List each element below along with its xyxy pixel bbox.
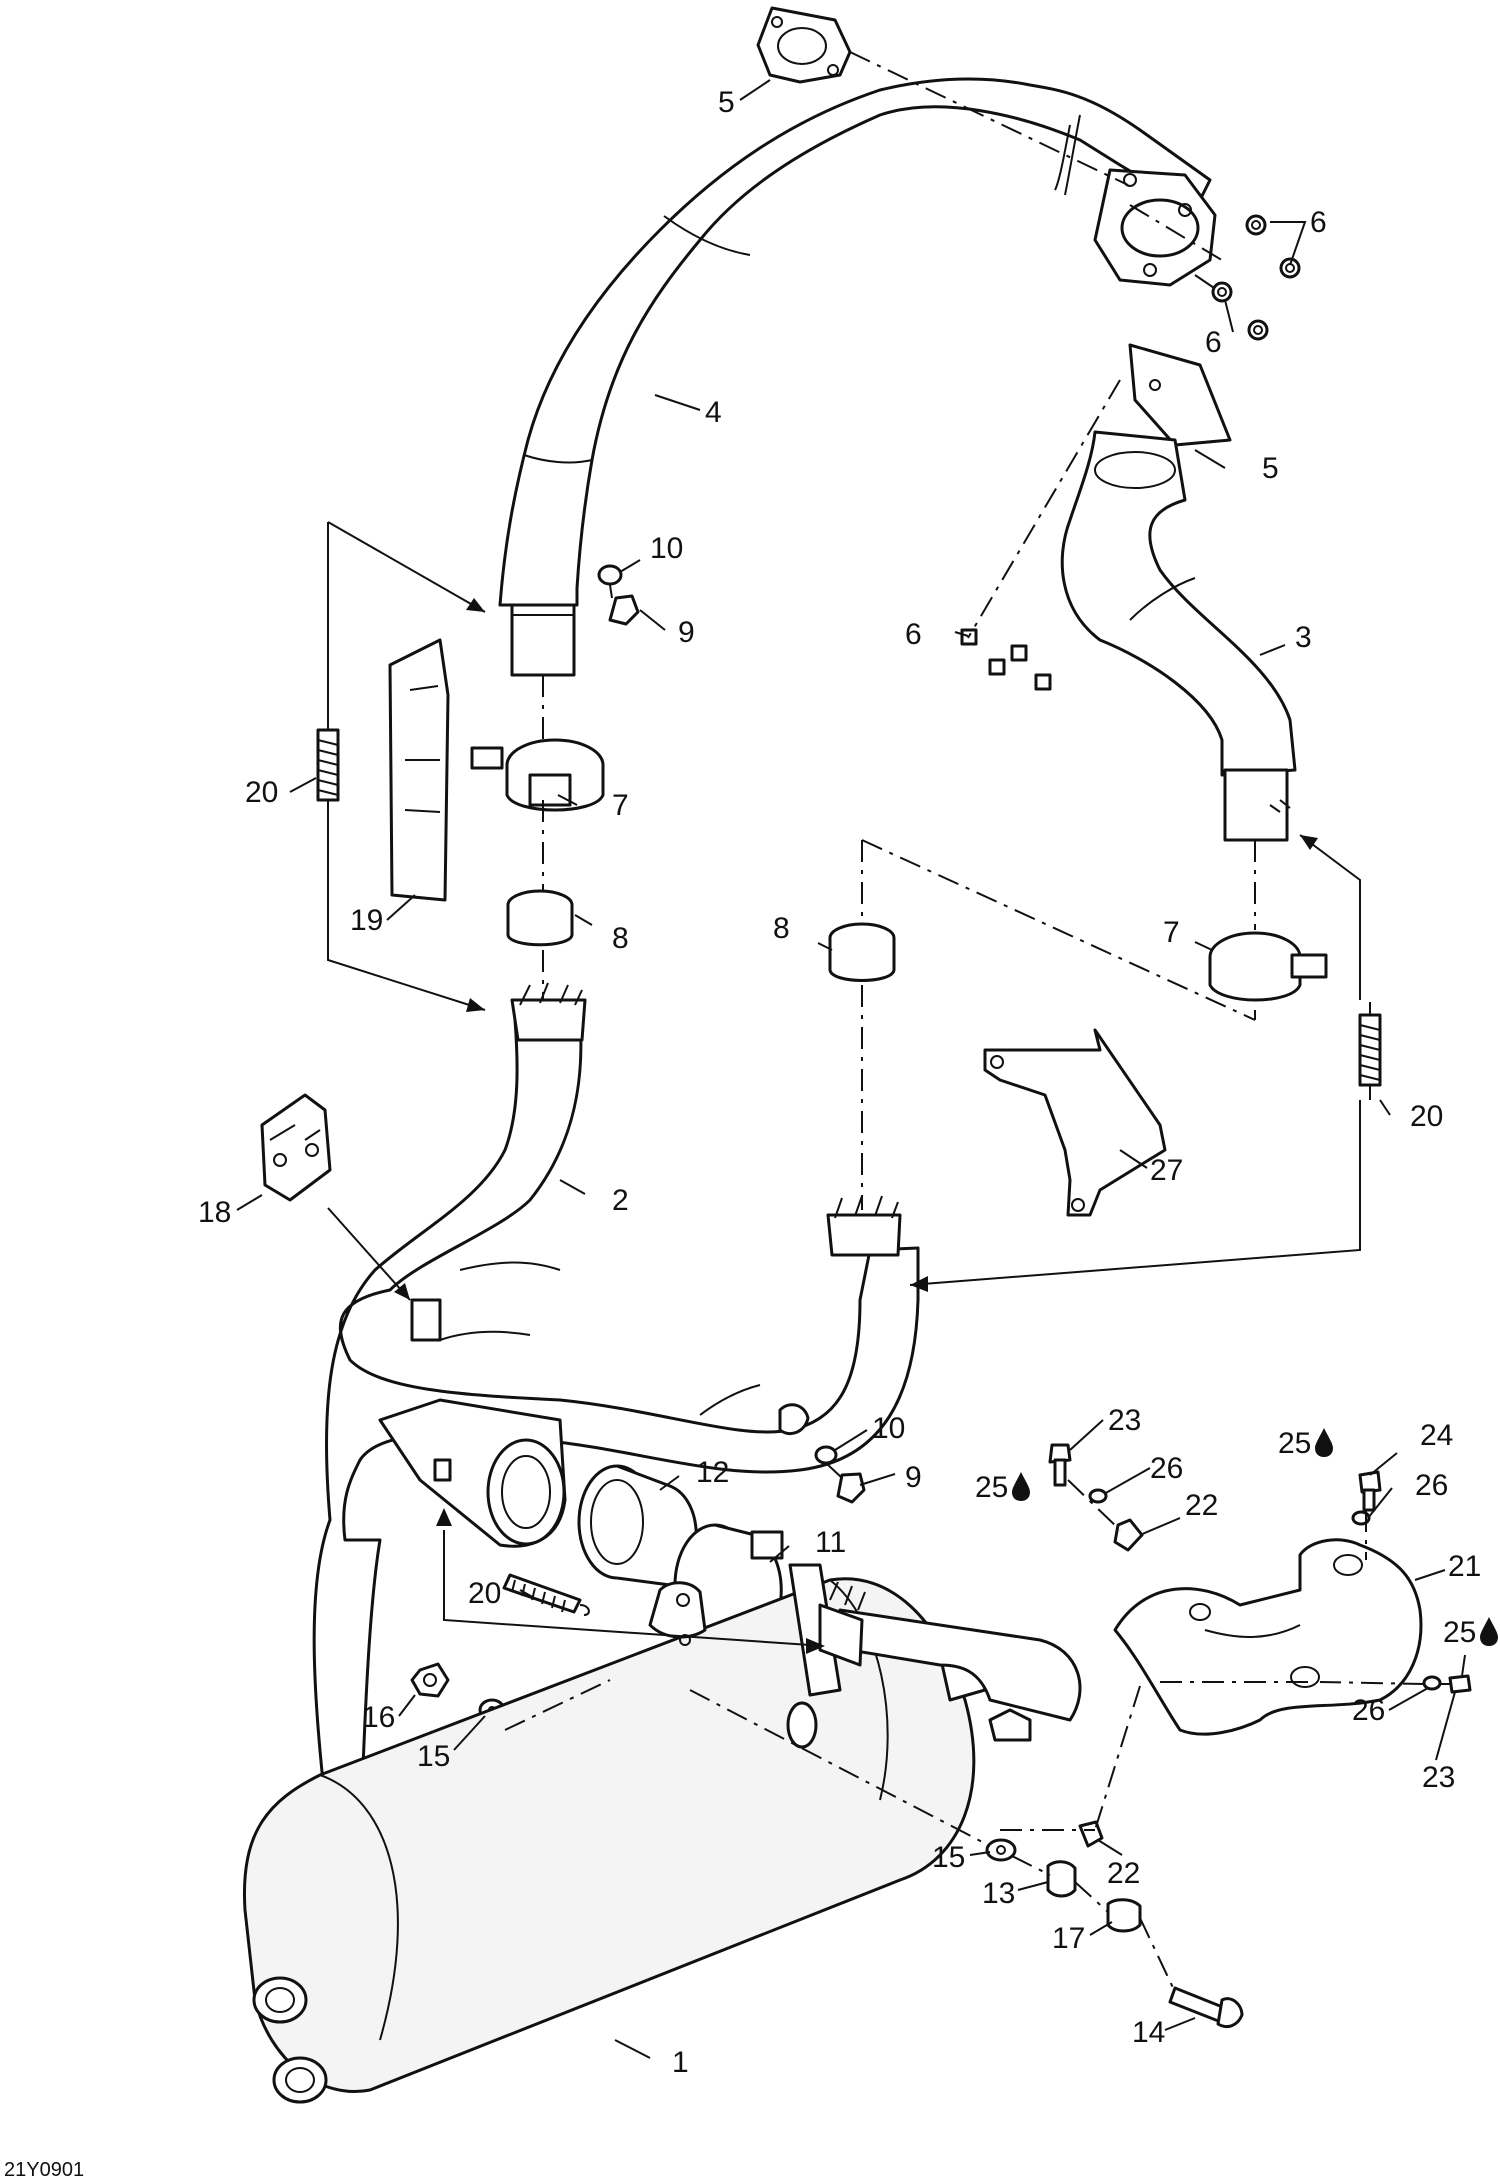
- callout-22-lower: 22: [1107, 1857, 1140, 1890]
- heat-shield-muffler: [1113, 1538, 1423, 1736]
- spring-middle: [502, 1573, 590, 1616]
- clip-nuts-mid: [960, 628, 1052, 691]
- alignment-lines: [504, 51, 1426, 1993]
- callout-9-upper: 9: [678, 616, 695, 649]
- callout-23-upper: 23: [1108, 1404, 1141, 1437]
- callout-4: 4: [705, 396, 722, 429]
- svg-text:25: 25: [1278, 1427, 1311, 1460]
- callout-25-upper-left: 25: [975, 1471, 1030, 1504]
- gasket-lower: [1128, 343, 1232, 447]
- bracket-heat-shield: [983, 1028, 1167, 1217]
- assembly-arrows: [327, 521, 1361, 1654]
- callout-10-lower: 10: [872, 1412, 905, 1445]
- y-pipe: [312, 982, 920, 1852]
- callout-26-upper-left: 26: [1150, 1452, 1183, 1485]
- callout-26-upper-right: 26: [1415, 1469, 1448, 1502]
- header-pipe-front: [498, 77, 1217, 677]
- drop-icon: [1012, 1472, 1030, 1501]
- rubber-mount: [260, 1093, 332, 1202]
- washer-nut-upper: [597, 564, 640, 626]
- callout-23-lower: 23: [1422, 1761, 1455, 1794]
- callout-6-mid: 6: [905, 618, 922, 651]
- callout-15-left: 15: [417, 1740, 450, 1773]
- callout-24: 24: [1420, 1419, 1453, 1452]
- callout-13: 13: [982, 1877, 1015, 1910]
- callout-9-lower: 9: [905, 1461, 922, 1494]
- drawing-code: 21Y0901: [4, 2159, 84, 2181]
- callout-16: 16: [362, 1701, 395, 1734]
- callout-27: 27: [1150, 1154, 1183, 1187]
- callout-15-right: 15: [932, 1841, 965, 1874]
- callout-leaders: [236, 79, 1466, 2059]
- heat-shield-left: [388, 638, 450, 902]
- callout-11: 11: [815, 1526, 846, 1559]
- callout-8-left: 8: [612, 922, 629, 955]
- callout-5-lower: 5: [1262, 452, 1279, 485]
- fastener-set-lower: [985, 1820, 1244, 2029]
- fastener-set-lower-right: [1422, 1674, 1472, 1694]
- nut-set-upper: [1211, 214, 1301, 341]
- callout-21: 21: [1448, 1550, 1481, 1583]
- header-pipe-rear: [1060, 430, 1297, 842]
- callout-12: 12: [696, 1456, 729, 1489]
- muffler-inlet-pipe: [818, 1581, 1082, 1742]
- callout-6-upper-a: 6: [1310, 206, 1327, 239]
- callout-20-middle: 20: [468, 1577, 501, 1610]
- callout-22-upper: 22: [1185, 1489, 1218, 1522]
- clamp-lower: [1208, 931, 1328, 1002]
- callout-17: 17: [1052, 1922, 1085, 1955]
- spring-upper-left: [316, 715, 340, 815]
- callout-14: 14: [1132, 2016, 1165, 2049]
- callout-2: 2: [612, 1184, 629, 1217]
- callout-20-right: 20: [1410, 1100, 1443, 1133]
- clamp-upper: [470, 738, 605, 812]
- callout-19: 19: [350, 904, 383, 937]
- gasket-upper: [756, 6, 852, 84]
- callout-1: 1: [672, 2046, 689, 2079]
- callout-7-upper: 7: [612, 789, 629, 822]
- callout-18: 18: [198, 1196, 231, 1229]
- fastener-set-upper: [1048, 1443, 1382, 1552]
- sleeve-right: [828, 922, 896, 982]
- callout-26-lower: 26: [1352, 1694, 1385, 1727]
- callout-7-lower: 7: [1163, 916, 1180, 949]
- callout-10-upper: 10: [650, 532, 683, 565]
- svg-text:25: 25: [975, 1471, 1008, 1504]
- callout-6-upper-b: 6: [1205, 326, 1222, 359]
- callout-20-left: 20: [245, 776, 278, 809]
- spring-right: [1358, 1002, 1382, 1100]
- sleeve-left: [506, 889, 574, 947]
- callout-labels: 5 6 6 4 5 10 9 6 3 20 7 19 8 8 7 20 27 2…: [198, 86, 1498, 2079]
- callout-5-upper: 5: [718, 86, 735, 119]
- callout-25-upper-right: 25: [1278, 1427, 1333, 1460]
- svg-text:25: 25: [1443, 1616, 1476, 1649]
- callout-8-right: 8: [773, 912, 790, 945]
- drop-icon: [1315, 1428, 1333, 1457]
- callout-25-right: 25: [1443, 1616, 1498, 1649]
- sleeve-mid: [577, 1464, 698, 1587]
- callout-3: 3: [1295, 621, 1312, 654]
- drop-icon: [1480, 1617, 1498, 1646]
